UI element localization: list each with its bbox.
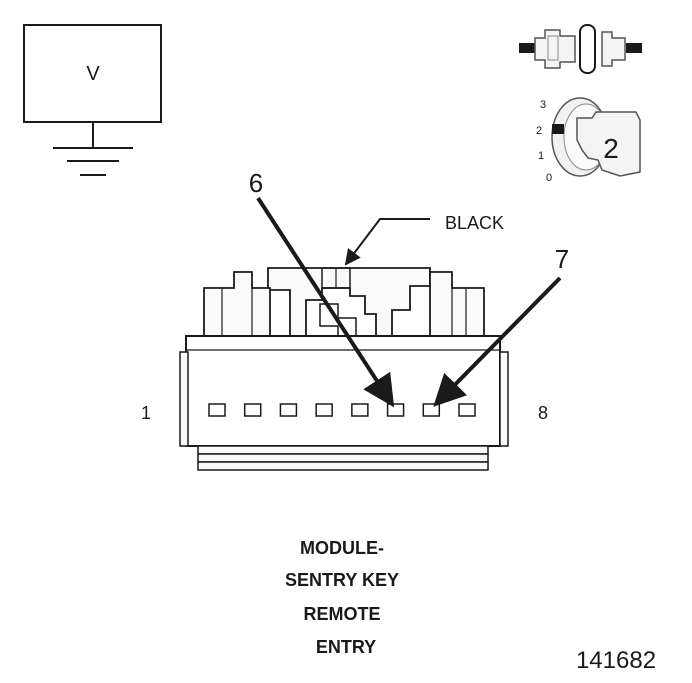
voltmeter: V bbox=[23, 24, 162, 176]
caption-line-3: REMOTE bbox=[303, 604, 380, 624]
pin-cavity-2 bbox=[243, 403, 262, 417]
caption-line-4: ENTRY bbox=[316, 637, 376, 657]
pin-cavity-1 bbox=[208, 403, 226, 417]
pin-cavity-8 bbox=[458, 403, 476, 417]
probe-pin-label-a: 6 bbox=[249, 168, 263, 198]
key-position-2: 2 bbox=[536, 125, 542, 137]
pin-cavity-3 bbox=[279, 403, 298, 417]
probe-arrow-b: 7 bbox=[433, 244, 569, 407]
pin-cavity-6 bbox=[386, 403, 405, 417]
ignition-key-icon: 3 2 1 0 2 bbox=[536, 97, 641, 184]
probe-arrow-a: 6 bbox=[249, 168, 395, 408]
pin-cavity-7 bbox=[422, 403, 441, 417]
figure-id: 141682 bbox=[576, 647, 656, 674]
pin-label-first: 1 bbox=[141, 403, 151, 423]
probe-pin-label-b: 7 bbox=[555, 244, 569, 274]
voltmeter-symbol: V bbox=[86, 63, 100, 85]
voltmeter-box bbox=[23, 24, 162, 123]
connector-color-label: BLACK bbox=[445, 213, 504, 233]
key-position-0: 0 bbox=[546, 172, 552, 184]
pin-cavity-4 bbox=[315, 403, 333, 417]
component-caption: MODULE- SENTRY KEY REMOTE ENTRY bbox=[285, 538, 399, 657]
pin-label-last: 8 bbox=[538, 403, 548, 423]
key-position-3: 3 bbox=[540, 99, 546, 111]
disconnected-connector-icon bbox=[519, 24, 642, 74]
ground-icon bbox=[53, 147, 133, 176]
key-selected-position: 2 bbox=[603, 133, 619, 164]
pin-cavity-5 bbox=[351, 403, 369, 417]
connector-pin-row bbox=[208, 403, 476, 417]
key-position-1: 1 bbox=[538, 150, 544, 162]
connector-housing: 1 8 bbox=[141, 267, 548, 471]
caption-line-2: SENTRY KEY bbox=[285, 570, 399, 590]
connector-color-callout: BLACK bbox=[344, 213, 504, 266]
caption-line-1: MODULE- bbox=[300, 538, 384, 558]
